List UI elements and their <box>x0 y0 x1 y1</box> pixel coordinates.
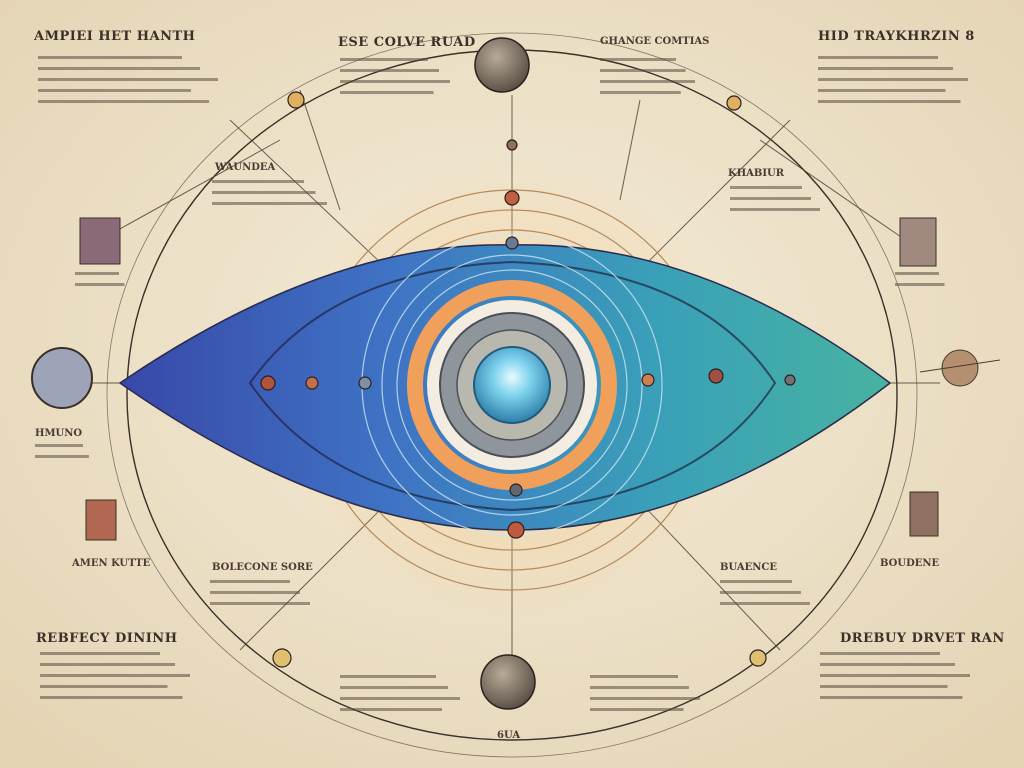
text-line <box>895 283 945 286</box>
pupil-core <box>473 346 551 424</box>
text-line <box>210 602 310 605</box>
top-sphere <box>474 37 530 93</box>
illegible-text-blocks <box>35 56 970 711</box>
right-lower-figure-icon <box>909 491 939 537</box>
text-line <box>730 186 802 189</box>
text-line <box>720 591 801 594</box>
text-line <box>212 180 304 183</box>
text-line <box>600 80 695 83</box>
label-bottom-center: 6UA <box>497 730 520 741</box>
label-lower-right-inner: BUAENCE <box>720 562 777 573</box>
text-line <box>600 58 676 61</box>
text-line <box>38 78 218 81</box>
text-line <box>75 272 119 275</box>
text-line <box>820 674 970 677</box>
label-upper-left-inner: WAUNDEA <box>214 162 276 173</box>
text-line <box>340 91 434 94</box>
text-line <box>818 100 961 103</box>
text-line <box>720 602 810 605</box>
text-line <box>38 56 182 59</box>
label-top-center-left: ESE COLVE RUAD <box>338 35 476 50</box>
label-bottom-right: DREBUY DRVET RAN <box>840 631 1005 646</box>
right-device-icon <box>919 349 1001 387</box>
text-line <box>590 708 684 711</box>
text-line <box>720 580 792 583</box>
text-line <box>600 91 681 94</box>
label-left-lower: AMEN KUTTE <box>71 558 151 569</box>
label-mid-left: HMUNO <box>35 428 82 439</box>
label-top-left: AMPIEI HET HANTH <box>33 29 195 44</box>
text-line <box>340 80 450 83</box>
text-line <box>40 652 160 655</box>
text-line <box>38 89 191 92</box>
text-line <box>590 697 700 700</box>
text-line <box>340 69 439 72</box>
left-disc <box>31 347 93 409</box>
text-line <box>590 675 678 678</box>
text-line <box>820 685 948 688</box>
text-line <box>210 580 290 583</box>
label-upper-right-inner: KHABIUR <box>728 168 785 179</box>
text-line <box>35 444 83 447</box>
text-line <box>730 208 820 211</box>
text-line <box>730 197 811 200</box>
text-line <box>590 686 689 689</box>
text-line <box>212 202 327 205</box>
text-line <box>818 56 938 59</box>
label-right-lower: BOUDENE <box>880 558 940 569</box>
text-line <box>340 58 428 61</box>
text-line <box>340 686 448 689</box>
text-line <box>38 100 209 103</box>
text-line <box>40 696 183 699</box>
text-line <box>40 685 168 688</box>
text-line <box>38 67 200 70</box>
orange-ring <box>407 280 617 490</box>
text-line <box>35 455 89 458</box>
label-lower-left-inner: BOLECONE SORE <box>212 562 313 573</box>
label-top-right: HID TRAYKHRZIN 8 <box>818 29 975 44</box>
text-line <box>40 663 175 666</box>
text-line <box>820 652 940 655</box>
text-line <box>75 283 125 286</box>
left-machine-icon <box>79 217 121 265</box>
text-line <box>210 591 300 594</box>
text-line <box>895 272 939 275</box>
bottom-sphere <box>480 654 536 710</box>
text-line <box>818 78 968 81</box>
text-line <box>40 674 190 677</box>
text-line <box>212 191 316 194</box>
text-line <box>818 67 953 70</box>
text-line <box>340 675 436 678</box>
label-bottom-left: REBFECY DININH <box>36 631 177 646</box>
text-line <box>340 697 460 700</box>
text-line <box>820 663 955 666</box>
axis-nodes <box>260 91 796 668</box>
right-machine-icon <box>899 217 937 267</box>
text-line <box>818 89 946 92</box>
label-top-center-right: GHANGE COMTIAS <box>600 36 709 47</box>
text-line <box>340 708 442 711</box>
text-line <box>820 696 963 699</box>
left-lower-figure-icon <box>85 499 117 541</box>
text-line <box>600 69 686 72</box>
